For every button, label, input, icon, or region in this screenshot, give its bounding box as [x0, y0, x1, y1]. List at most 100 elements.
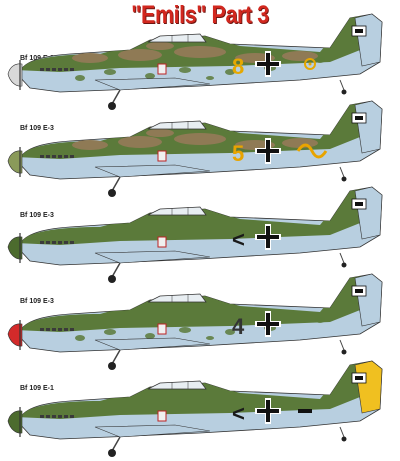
exhaust-stub [46, 155, 50, 158]
camo-patch [72, 140, 108, 150]
exhaust-stub [52, 155, 56, 158]
plane-label-1: Bf 109 E-3 [20, 55, 54, 62]
wing [94, 77, 211, 91]
camo-patch [146, 129, 174, 137]
balkenkreuz-v [266, 140, 270, 162]
landing-wheel [108, 189, 116, 197]
upper-camouflage [18, 363, 382, 419]
mottle-spot [179, 327, 191, 333]
upper-camouflage [18, 189, 382, 245]
exhaust-stub [64, 68, 68, 71]
upper-green-band [18, 189, 382, 245]
mottle-spot [104, 69, 116, 75]
exhaust-stub [70, 68, 74, 71]
camo-patch [118, 136, 162, 148]
exhaust-stub [58, 415, 62, 418]
exhaust-stub [46, 415, 50, 418]
exhaust-stub [46, 68, 50, 71]
fin-marking [355, 289, 363, 293]
upper-green-band [18, 363, 382, 419]
mottle-spot [104, 329, 116, 335]
unit-emblem [157, 410, 167, 422]
tail-wheel [341, 349, 347, 355]
mottle-spot [225, 69, 235, 75]
mottle-spot [75, 335, 85, 341]
fin-marking [355, 116, 363, 120]
exhaust-stub [58, 155, 62, 158]
mottle-spot [315, 57, 325, 63]
landing-gear-leg [111, 89, 121, 105]
mottle-spot [145, 73, 155, 79]
exhaust-stub [64, 415, 68, 418]
plane-profile-1: 8 [7, 13, 383, 110]
canopy [147, 206, 207, 216]
tactical-code: 8 [232, 54, 244, 79]
exhaust-stub [70, 415, 74, 418]
unit-emblem [157, 323, 167, 335]
spinner [7, 323, 23, 347]
plane-label-5: Bf 109 E-1 [20, 385, 54, 392]
canopy [147, 293, 207, 303]
wing [94, 164, 211, 178]
tail-wheel-leg [339, 339, 345, 351]
exhaust-stub [64, 328, 68, 331]
camo-patch [146, 42, 174, 50]
exhaust-stub [52, 241, 56, 244]
plane-profile-3: < [7, 186, 383, 283]
mottle-spot [315, 317, 325, 323]
plane-label-3: Bf 109 E-3 [20, 212, 54, 219]
gruppe-circle [304, 58, 316, 70]
exhaust-stub [40, 155, 44, 158]
landing-wheel [108, 449, 116, 457]
landing-wheel [108, 102, 116, 110]
landing-gear-leg [111, 349, 121, 365]
wing [94, 337, 211, 351]
canopy [147, 380, 207, 390]
spinner [7, 150, 23, 174]
upper-green-band [18, 276, 382, 332]
wing [94, 424, 211, 438]
fin-marking [355, 202, 363, 206]
camo-patch [174, 46, 226, 58]
tail-wheel-leg [339, 79, 345, 91]
spinner [7, 236, 23, 260]
balkenkreuz-v [266, 313, 270, 335]
mottle-spot [206, 76, 214, 80]
plane-label-4: Bf 109 E-3 [20, 298, 54, 305]
gruppe-wave [296, 143, 328, 159]
tail-wheel [341, 176, 347, 182]
mottle-spot [145, 333, 155, 339]
mottle-spot [350, 296, 360, 304]
balkenkreuz-v [266, 400, 270, 422]
tail-wheel [341, 262, 347, 268]
exhaust-stub [58, 241, 62, 244]
balkenkreuz-v [266, 226, 270, 248]
tail-wheel-leg [339, 166, 345, 178]
mottle-spot [75, 75, 85, 81]
tail-wheel [341, 89, 347, 95]
tactical-code: < [232, 401, 245, 426]
exhaust-stub [58, 328, 62, 331]
exhaust-stub [52, 415, 56, 418]
mottle-spot [206, 336, 214, 340]
spinner [7, 63, 23, 87]
landing-gear-leg [111, 262, 121, 278]
sheet-title: "Emils" Part 3 [131, 1, 269, 29]
exhaust-stub [70, 155, 74, 158]
plane-profile-2: 5 [7, 100, 383, 197]
exhaust-stub [40, 328, 44, 331]
exhaust-stub [52, 68, 56, 71]
spinner [7, 410, 23, 434]
gruppe-bar [298, 409, 312, 413]
landing-wheel [108, 362, 116, 370]
unit-emblem [157, 63, 167, 75]
tail-wheel [341, 436, 347, 442]
unit-emblem [157, 150, 167, 162]
tail-wheel-leg [339, 426, 345, 438]
exhaust-stub [40, 415, 44, 418]
plane-label-2: Bf 109 E-3 [20, 125, 54, 132]
tactical-code: 5 [232, 141, 244, 166]
camo-patch [118, 49, 162, 61]
canopy [147, 33, 207, 43]
